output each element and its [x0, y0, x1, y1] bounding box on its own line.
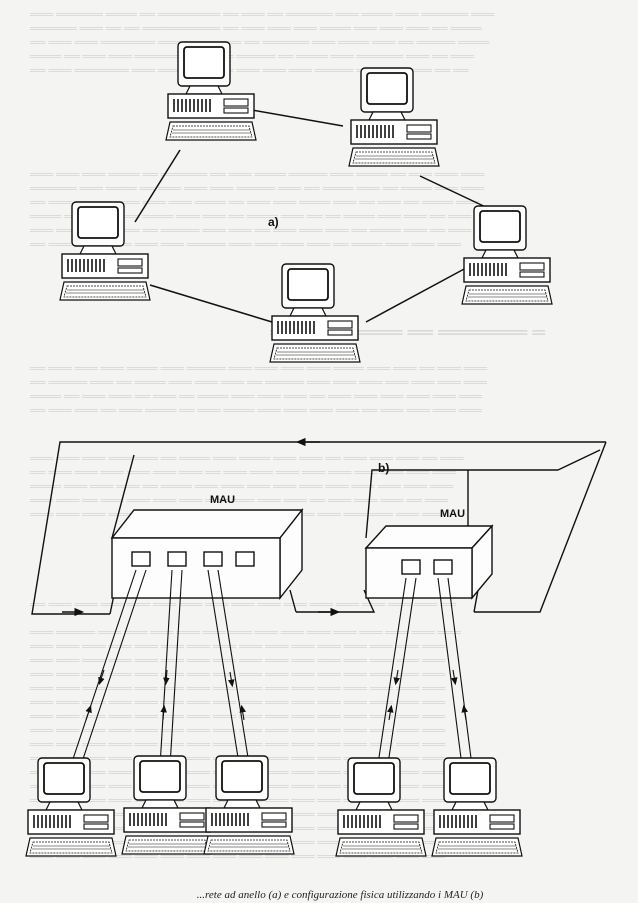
mau-left [110, 507, 304, 601]
ring-computer-top [165, 41, 257, 141]
mau-computer-4 [335, 757, 427, 857]
label-b: b) [378, 461, 389, 475]
bleed-through-text-lower: ══ ═══ ═══ ═══ ════ ═══ ═════ ═══ ═══ ══… [30, 363, 488, 417]
mau-left-label: MAU [210, 494, 235, 506]
bleed-through-text-top: ═══ ══════ ════ ══ ════════ ══ ═══ ══ ══… [30, 9, 495, 77]
ring-computer-right [461, 205, 553, 305]
lobe-cables [69, 569, 473, 771]
mau-computer-5 [431, 757, 523, 857]
ring-computer-right-top [348, 67, 440, 167]
ring-computer-bottom [269, 263, 361, 363]
mau-right-label: MAU [440, 508, 465, 520]
label-a: a) [268, 215, 279, 229]
mau-computer-2 [121, 755, 213, 855]
mau-computer-3 [203, 755, 295, 855]
ring-links [134, 109, 493, 323]
ring-computer-left [59, 201, 151, 301]
figure-caption: ...rete ad anello (a) e configurazione f… [196, 889, 484, 901]
mau-computer-1 [25, 757, 117, 857]
mau-right [364, 524, 494, 600]
lobe-arrows [85, 669, 468, 721]
